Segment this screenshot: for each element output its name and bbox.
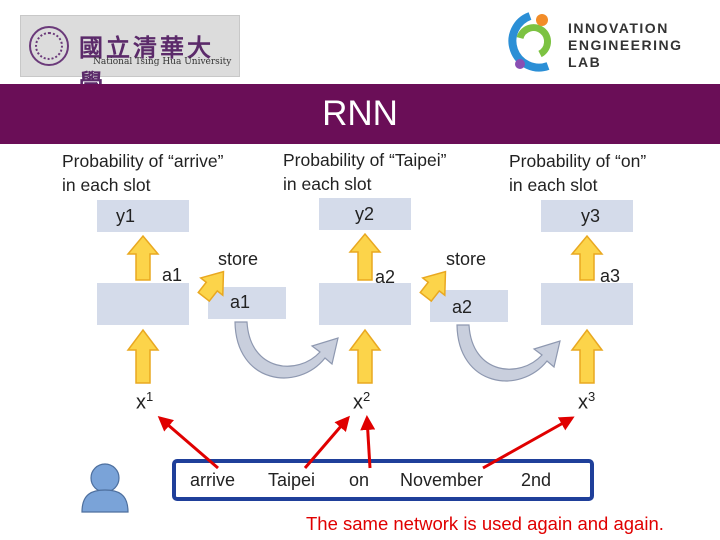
hidden-label-3: a3 (600, 266, 621, 286)
red-arrow-3 (360, 415, 376, 469)
caption-slot-2: Probability of “Taipei” in each slot (283, 148, 446, 196)
red-arrow-1 (157, 416, 219, 470)
output-label-1: y1 (116, 206, 136, 226)
caption-slot-3-line-1: Probability of “on” (509, 151, 647, 171)
person-icon (81, 463, 129, 513)
input-label-1-sup: 1 (146, 389, 154, 404)
store-arrow-2 (419, 270, 447, 303)
input-arrow-1 (126, 328, 160, 384)
output-bar-1 (97, 200, 189, 232)
recurrent-arrow-2 (456, 324, 561, 382)
output-arrow-2 (348, 232, 382, 281)
caption-slot-3-line-2: in each slot (509, 175, 598, 195)
store-label-1: store (218, 249, 259, 269)
input-label-2: x2 (353, 389, 370, 415)
slide-title: RNN (322, 94, 398, 133)
university-name-en: National Tsing Hua University (93, 57, 232, 67)
lab-name-line-3: LAB (568, 54, 602, 70)
output-label-3: y3 (581, 206, 601, 226)
input-arrow-3 (570, 328, 604, 384)
memory-bar-2 (430, 290, 508, 322)
word-november: November (400, 470, 484, 490)
word-2nd: 2nd (521, 470, 552, 490)
input-label-2-base: x (353, 391, 363, 414)
output-bar-3 (541, 200, 633, 232)
output-arrow-3 (570, 234, 604, 281)
hidden-bar-1 (97, 283, 189, 325)
caption-slot-2-line-1: Probability of “Taipei” (283, 150, 447, 170)
input-label-3-sup: 3 (588, 389, 596, 404)
red-arrow-4 (482, 416, 575, 470)
hidden-bar-3 (541, 283, 633, 325)
caption-slot-1: Probability of “arrive” in each slot (62, 149, 223, 197)
innovation-lab-logo-icon (508, 12, 552, 72)
lab-name-line-2: ENGINEERING (568, 37, 683, 53)
recurrent-arrow-1 (234, 321, 339, 379)
input-label-1-base: x (136, 391, 146, 414)
caption-slot-1-line-1: Probability of “arrive” (62, 151, 224, 171)
hidden-label-1: a1 (162, 265, 183, 285)
output-arrow-1 (126, 234, 160, 281)
title-bar (0, 84, 720, 144)
hidden-label-2: a2 (375, 267, 396, 287)
input-label-3: x3 (578, 389, 595, 415)
store-label-2: store (446, 249, 487, 269)
caption-slot-1-line-2: in each slot (62, 175, 151, 195)
hidden-bar-2 (319, 283, 411, 325)
footer-note: The same network is used again and again… (306, 513, 664, 534)
caption-slot-2-line-2: in each slot (283, 174, 372, 194)
university-seal-icon (29, 26, 69, 66)
store-arrow-1 (197, 270, 225, 303)
output-label-2: y2 (355, 204, 375, 224)
stored-label-2: a2 (452, 297, 473, 317)
university-logo: 國立清華大學 National Tsing Hua University (20, 15, 240, 97)
output-bar-2 (319, 198, 411, 230)
word-taipei: Taipei (268, 470, 316, 490)
red-arrow-2 (303, 415, 350, 469)
stored-label-1: a1 (230, 292, 251, 312)
input-label-1: x1 (136, 389, 153, 415)
lab-name: INNOVATION ENGINEERING LAB (568, 20, 683, 71)
word-arrive: arrive (190, 470, 236, 490)
input-arrow-2 (348, 328, 382, 384)
caption-slot-3: Probability of “on” in each slot (509, 149, 646, 197)
word-sequence-box (172, 459, 594, 501)
input-label-3-base: x (578, 391, 588, 414)
lab-name-line-1: INNOVATION (568, 20, 669, 36)
input-label-2-sup: 2 (363, 389, 371, 404)
word-on: on (349, 470, 370, 490)
